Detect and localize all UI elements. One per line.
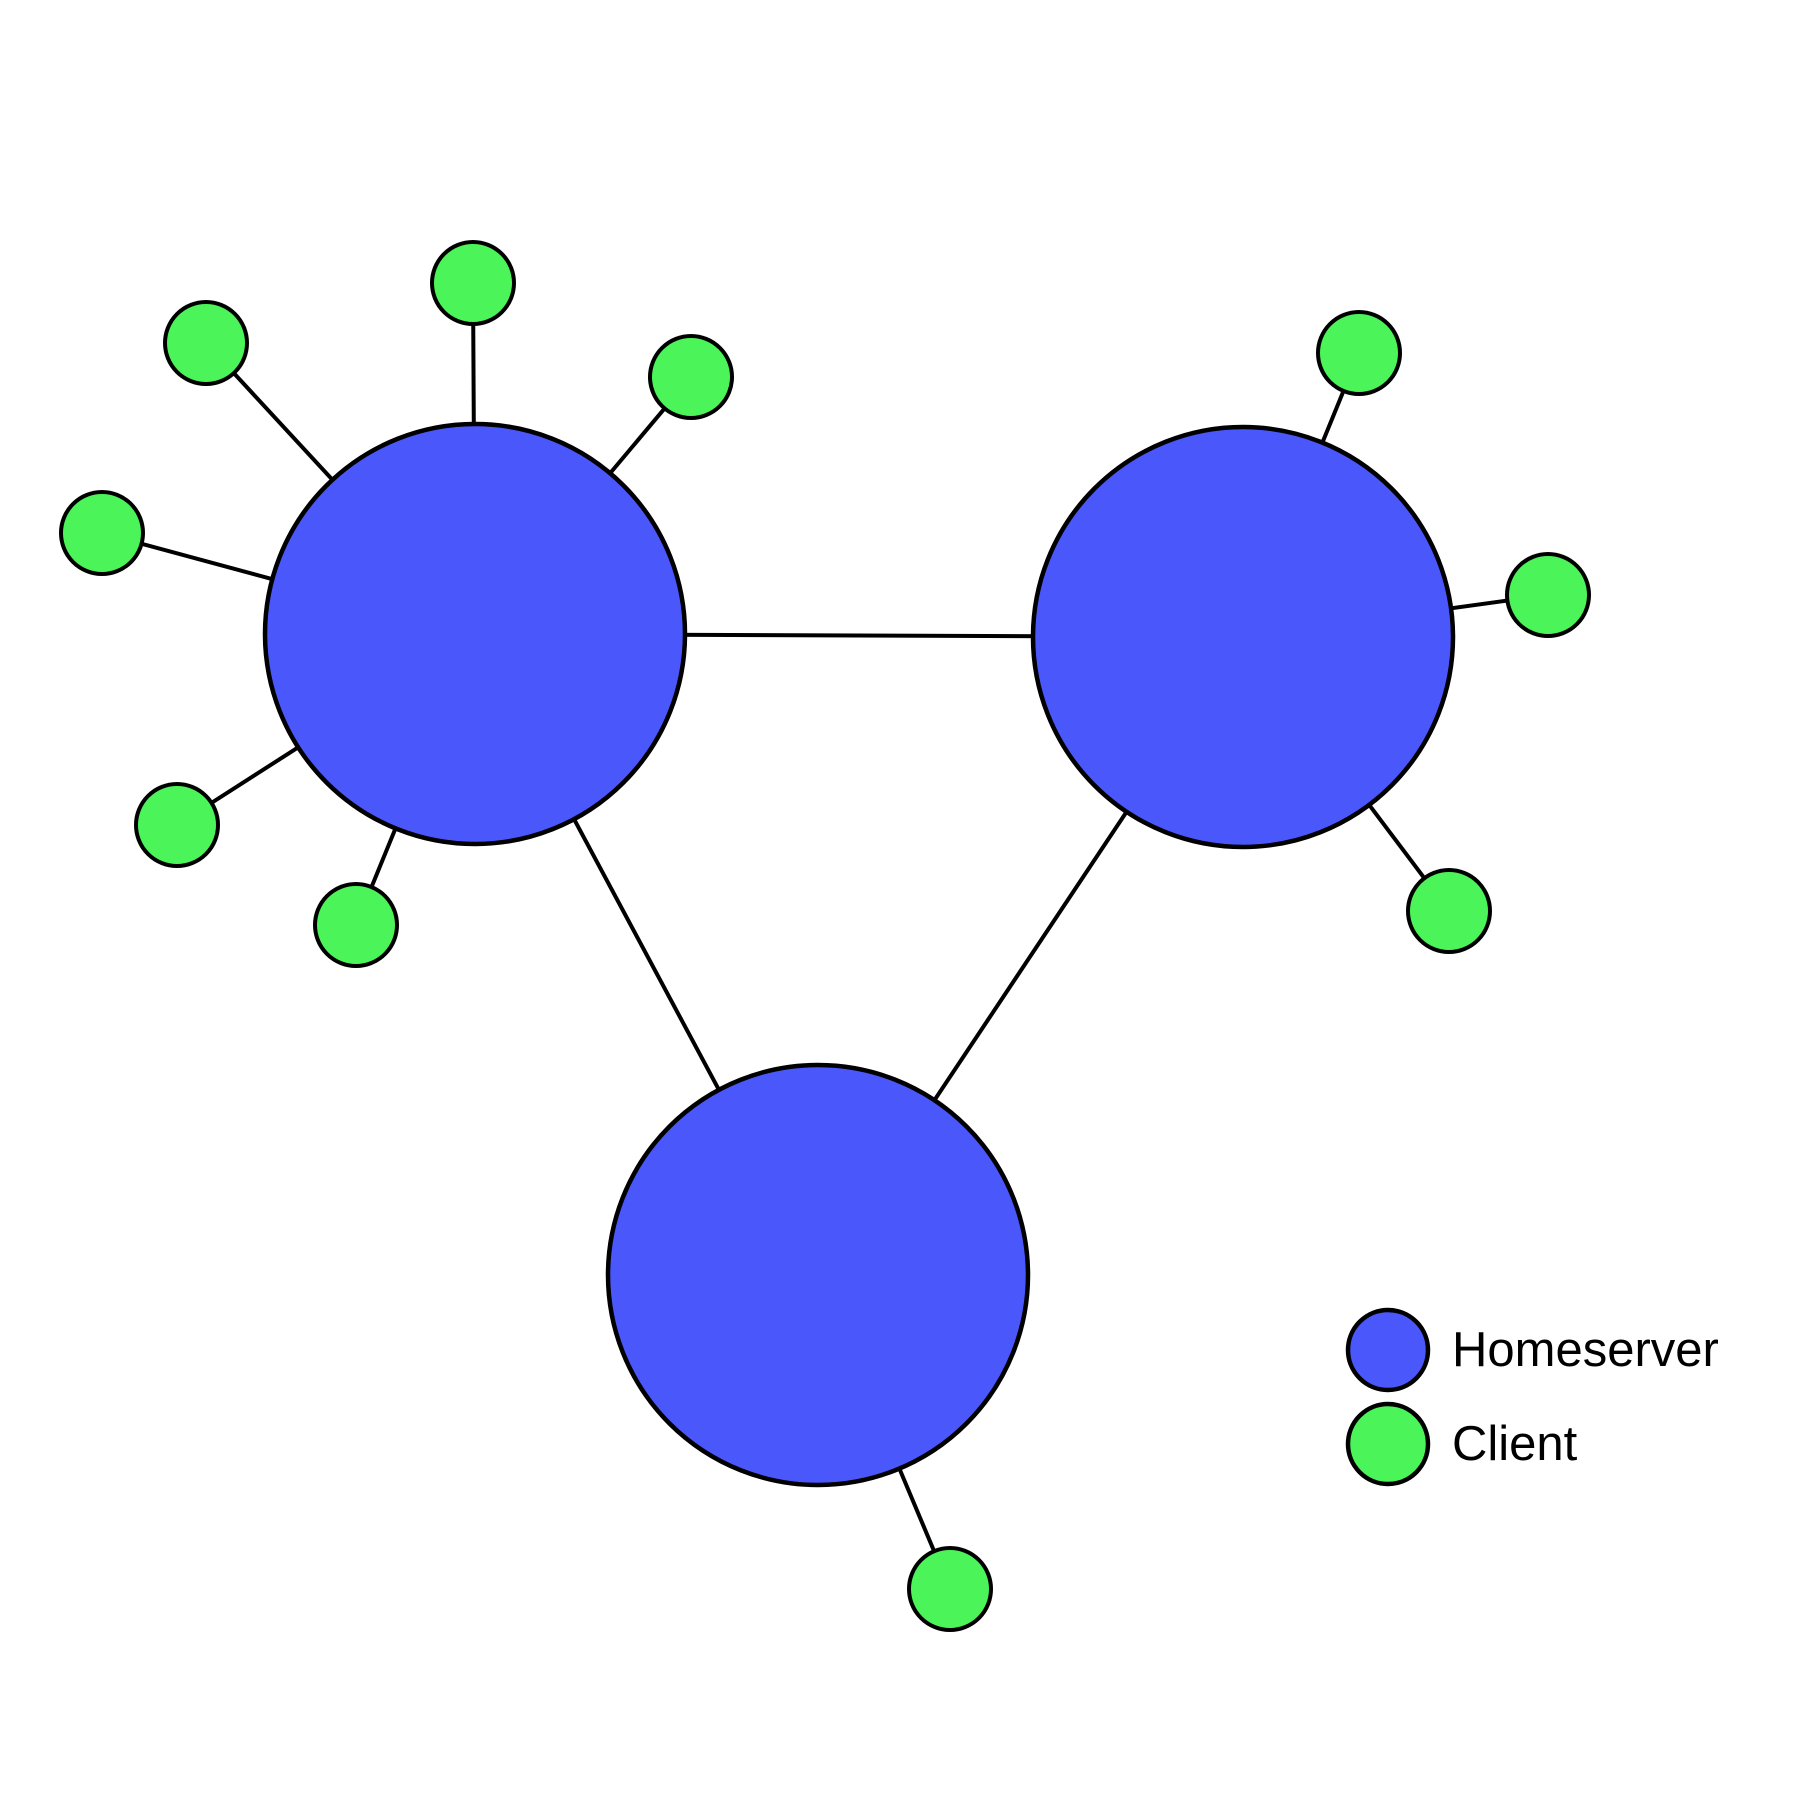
- homeserver-node-hs-bottom: [605, 1062, 1031, 1488]
- legend-label-homeserver: Homeserver: [1452, 1323, 1719, 1377]
- homeserver-node-hs-right: [1030, 424, 1456, 850]
- homeserver-node-hs-left: [262, 421, 688, 847]
- client-node-client-10: [907, 1546, 993, 1632]
- client-node-client-7: [1316, 310, 1402, 396]
- client-node-client-3: [648, 334, 734, 420]
- legend-label-client: Client: [1452, 1417, 1578, 1471]
- client-node-client-5: [134, 782, 220, 868]
- client-node-client-6: [313, 882, 399, 968]
- client-node-client-4: [59, 490, 145, 576]
- client-node-client-2: [163, 300, 249, 386]
- legend-swatch-homeserver: [1345, 1307, 1431, 1393]
- nodes-layer: [59, 240, 1591, 1632]
- legend-swatch-client: [1345, 1401, 1431, 1487]
- client-node-client-8: [1505, 552, 1591, 638]
- client-node-client-9: [1406, 868, 1492, 954]
- client-node-client-1: [430, 240, 516, 326]
